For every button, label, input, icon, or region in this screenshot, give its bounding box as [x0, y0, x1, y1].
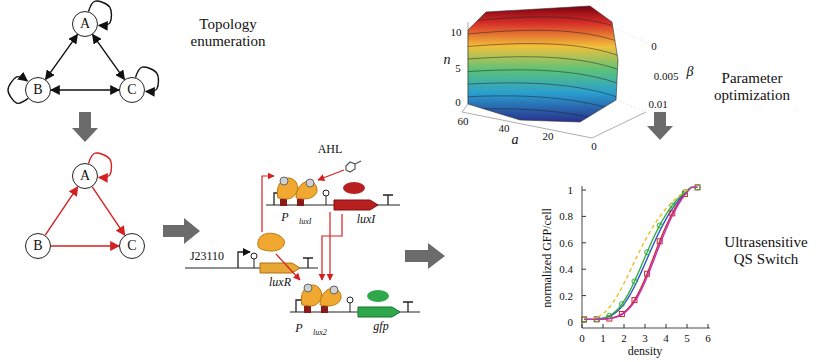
state-circle: B — [25, 77, 51, 103]
contour-line — [462, 122, 625, 142]
state-circle: A — [72, 163, 98, 189]
state-circle: C — [119, 77, 145, 103]
axis-title: β — [687, 64, 694, 79]
gene-name: gfp — [373, 320, 388, 333]
graph-edge — [45, 187, 78, 235]
tick-label: 20 — [543, 130, 554, 142]
tick-label: 40 — [499, 122, 510, 134]
tick-mark — [582, 324, 583, 328]
contour-line — [462, 109, 625, 128]
tick-label: 0 — [591, 140, 597, 152]
tick-label: 0 — [455, 96, 461, 108]
axis-title: a — [512, 132, 519, 147]
tick-label: 0.4 — [559, 263, 573, 275]
tick-mark — [582, 216, 586, 217]
data-marker — [619, 302, 624, 307]
axis-title: density — [628, 345, 663, 358]
contour-line — [462, 30, 625, 44]
graph-edge — [93, 35, 125, 80]
surface-plot — [462, 6, 650, 142]
tick-label: 10 — [451, 26, 462, 38]
tick-label: 0 — [568, 316, 574, 328]
tick-mark — [582, 269, 586, 270]
tick-label: 0 — [651, 40, 657, 52]
tick-label: 0.2 — [559, 290, 573, 302]
tick-label: 1 — [568, 184, 574, 196]
node-letter: B — [33, 83, 42, 97]
tick-mark — [603, 324, 604, 328]
tick-label: 2 — [621, 332, 627, 344]
promoter-subscript: lux2 — [313, 329, 327, 338]
data-marker — [632, 279, 637, 284]
graph-edge — [92, 187, 125, 235]
node-letter: B — [33, 239, 42, 253]
node-letter: C — [127, 83, 136, 97]
tick-label: 0.6 — [559, 237, 573, 249]
contour-line — [462, 44, 625, 58]
tick-mark — [708, 324, 709, 328]
tick-label: 5 — [684, 332, 690, 344]
data-marker — [645, 250, 650, 255]
tick-mark — [624, 324, 625, 328]
tick-label: 0.005 — [654, 70, 679, 82]
step-title: Parameter optimization — [697, 70, 807, 103]
graph-edge — [46, 35, 78, 80]
tick-mark — [666, 324, 667, 328]
graph-edge — [51, 89, 119, 90]
tick-label: 5 — [455, 62, 461, 74]
step-title: Ultrasensitive QS Switch — [718, 234, 814, 267]
contour-line — [462, 96, 625, 114]
promoter-name: P — [295, 322, 302, 335]
response-curve — [584, 187, 697, 319]
promoter-subscript: luxI — [299, 218, 311, 227]
tick-mark — [582, 295, 586, 296]
data-marker — [607, 313, 612, 318]
state-circle: B — [25, 233, 51, 259]
state-circle: C — [119, 233, 145, 259]
tick-label: 0.01 — [648, 98, 667, 110]
axis-title: n — [444, 52, 451, 67]
response-curve — [584, 187, 697, 319]
tick-mark — [687, 324, 688, 328]
tick-label: 6 — [705, 332, 711, 344]
node-letter: C — [127, 239, 136, 253]
data-marker — [657, 223, 662, 228]
response-curve — [584, 187, 697, 319]
gene-name: luxR — [269, 276, 291, 289]
step-title: Topology enumeration — [173, 16, 283, 49]
tick-label: 0.8 — [559, 210, 573, 222]
tick-mark — [645, 324, 646, 328]
tick-label: 3 — [642, 332, 648, 344]
gene-circuit — [185, 161, 420, 317]
gene-name: luxI — [357, 213, 376, 226]
contour-line — [462, 17, 625, 30]
state-circle: A — [72, 11, 98, 37]
node-letter: A — [80, 17, 90, 31]
promoter-name: J23110 — [190, 250, 224, 263]
tick-label: 4 — [663, 332, 669, 344]
tick-mark — [582, 190, 586, 191]
promoter-name: P — [281, 211, 288, 224]
node-letter: A — [80, 169, 90, 183]
axis-title: normalized GFP/cell — [541, 208, 554, 308]
flow-arrow — [72, 112, 673, 269]
molecule-name: AHL — [318, 143, 343, 156]
graph-edge — [51, 245, 119, 246]
response-curve — [584, 187, 697, 319]
tick-label: 1 — [600, 332, 606, 344]
contour-line — [462, 57, 625, 72]
tick-mark — [582, 242, 586, 243]
tick-label: 0 — [579, 332, 585, 344]
response-curve — [584, 187, 697, 319]
response-chart — [582, 185, 710, 328]
tick-label: 60 — [458, 115, 469, 127]
